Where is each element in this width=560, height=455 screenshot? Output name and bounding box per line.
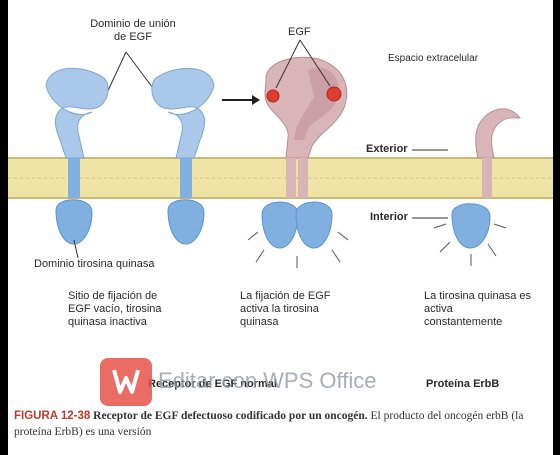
figure-page: Dominio de unión de EGF EGF Espacio extr… (8, 0, 553, 455)
erbb-title: Proteína ErbB (426, 378, 499, 391)
kinase-domain-label: Dominio tirosina quinasa (34, 258, 154, 271)
egf-label: EGF (288, 26, 311, 39)
receptor-inactive-left (46, 68, 108, 244)
cell-membrane (8, 158, 553, 198)
active-description: La fijación de EGF activa la tirosina qu… (240, 290, 360, 329)
figure-caption: FIGURA 12-38 Receptor de EGF defectuoso … (14, 408, 549, 440)
interior-label: Interior (370, 211, 408, 224)
transition-arrow (222, 95, 260, 105)
erbb-description: La tirosina quinasa es activa constantem… (424, 290, 534, 329)
pointer-line (106, 52, 126, 95)
binding-domain-label: Dominio de unión de EGF (88, 18, 178, 44)
egf-ligand-icon (267, 90, 279, 102)
inactive-description: Sitio de fijación de EGF vacío, tirosina… (68, 290, 178, 329)
wps-watermark-text: Editar con WPS Office (158, 368, 376, 394)
caption-title: Receptor de EGF defectuoso codificado po… (93, 410, 368, 422)
exterior-label: Exterior (366, 143, 408, 156)
wps-logo-icon (100, 358, 152, 406)
extracellular-label: Espacio extracelular (388, 52, 478, 65)
figure-number: FIGURA 12-38 (14, 410, 90, 422)
receptor-inactive-right (152, 68, 214, 244)
egf-ligand-icon (327, 87, 341, 101)
